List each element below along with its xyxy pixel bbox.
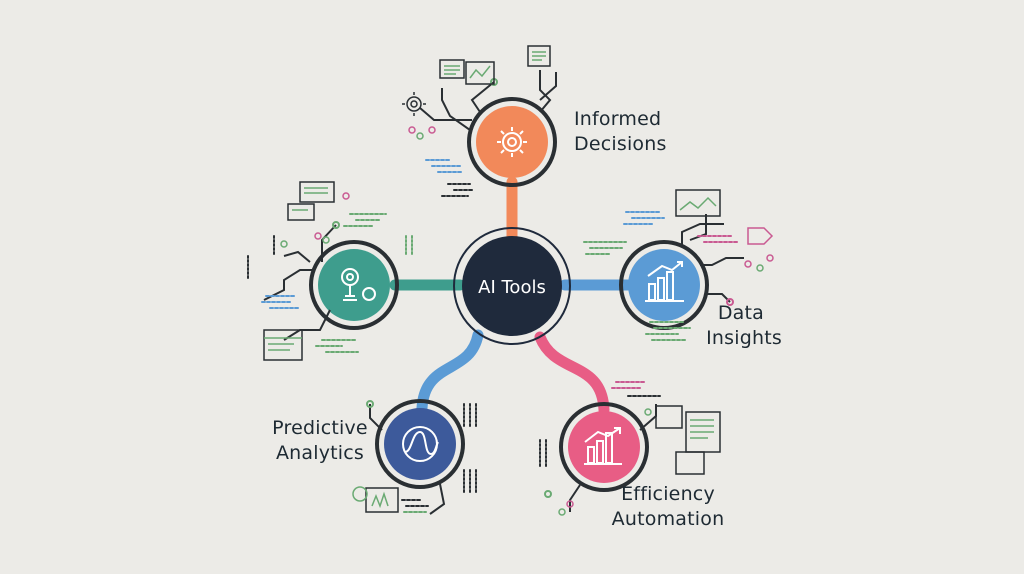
node-predictive-analytics bbox=[375, 399, 465, 489]
label-line-1: Efficiency bbox=[621, 483, 715, 505]
label-line-2: Decisions bbox=[574, 133, 667, 155]
label-line-1: Predictive bbox=[272, 417, 368, 439]
label-line-1: Data bbox=[717, 302, 764, 324]
connector-efficiency-automation bbox=[534, 331, 610, 416]
monitor-icon bbox=[655, 189, 774, 475]
label-line-2: Automation bbox=[611, 508, 725, 530]
label-efficiency-automation: Efficiency Automation bbox=[598, 482, 738, 532]
robot-arm-icon bbox=[341, 268, 376, 301]
label-data-insights: Data Insights bbox=[690, 301, 782, 351]
globe-chart-icon bbox=[402, 426, 439, 462]
label-informed-decisions: Informed Decisions bbox=[574, 107, 667, 157]
node-efficiency-automation bbox=[559, 402, 649, 492]
node-process-automation bbox=[309, 240, 399, 330]
decorative-circuits bbox=[263, 70, 744, 515]
gear-icon bbox=[402, 92, 426, 116]
node-data-insights bbox=[619, 240, 709, 330]
label-line-2: Insights bbox=[706, 327, 782, 349]
label-predictive-analytics: Predictive Analytics bbox=[258, 416, 382, 466]
bar-chart-icon bbox=[584, 427, 622, 465]
bar-chart-icon bbox=[645, 261, 684, 302]
center-label: AI Tools bbox=[478, 277, 546, 298]
chart-icon bbox=[352, 486, 399, 513]
connector-predictive-analytics bbox=[416, 329, 484, 414]
node-informed-decisions bbox=[467, 97, 557, 187]
label-line-1: Informed bbox=[574, 108, 662, 130]
decorative-dashes bbox=[247, 159, 739, 513]
document-icon bbox=[263, 181, 335, 361]
gear-icon bbox=[497, 127, 527, 157]
center-node: AI Tools bbox=[453, 227, 571, 345]
decorative-dots bbox=[280, 126, 774, 516]
label-line-2: Analytics bbox=[275, 442, 365, 464]
document-icon bbox=[439, 45, 551, 85]
